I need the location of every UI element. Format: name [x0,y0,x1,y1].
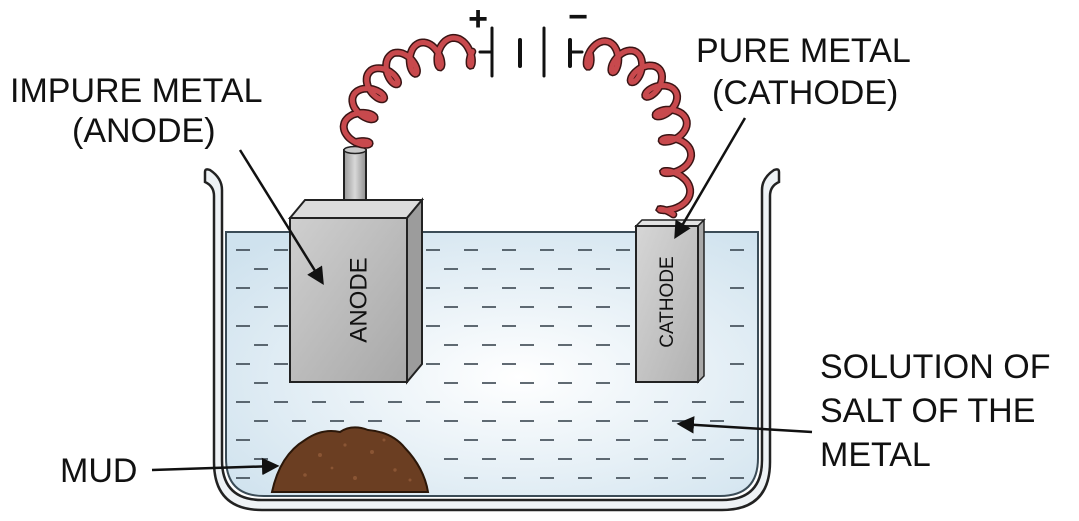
anode-rod-top [343,145,367,155]
anode-callout-line2: (ANODE) [72,112,216,150]
battery-negative-sign: − [568,0,588,36]
battery-positive-sign: + [468,0,488,38]
cathode-callout-line2: (CATHODE) [712,74,898,112]
cathode-plate-label: CATHODE [657,256,678,347]
cathode-callout-line1: PURE METAL [696,32,911,70]
battery [478,26,584,78]
mud-label: MUD [60,452,137,490]
mud-pile [270,426,430,493]
solution-label-line1: SOLUTION OF [820,348,1050,386]
solution-label-line2: SALT OF THE [820,392,1035,430]
anode-rod [343,149,367,207]
connecting-wires [339,33,696,219]
solution-callout-arrow [676,416,813,434]
anode-plate-label: ANODE [345,257,372,342]
mud-callout-arrow [151,457,280,476]
beaker-wall [203,168,781,512]
solution-label-line3: METAL [820,436,931,474]
mud-specks [303,438,412,482]
anode-callout-line1: IMPURE METAL [10,72,263,110]
solution-dashes [236,249,744,479]
anode-plate: ANODE [287,197,425,385]
cathode-callout-arrow [674,117,747,240]
cathode-plate: CATHODE [634,218,706,384]
anode-callout-arrow [238,149,324,285]
